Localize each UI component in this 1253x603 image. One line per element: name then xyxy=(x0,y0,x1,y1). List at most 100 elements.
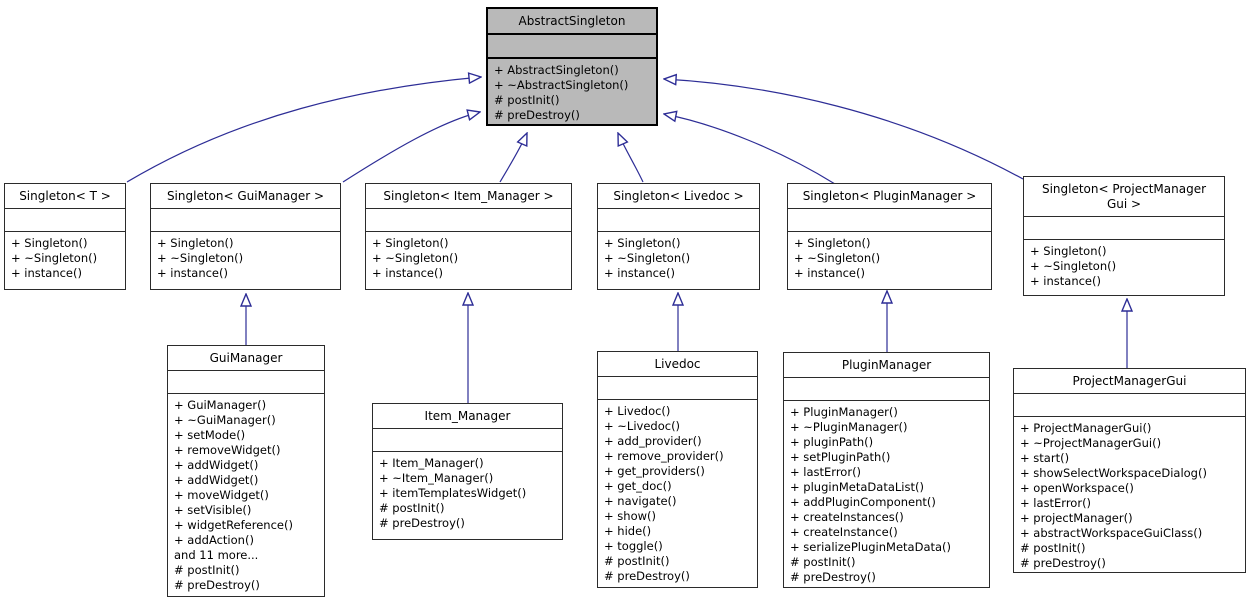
class-box-projectmanagergui[interactable]: ProjectManagerGui + ProjectManagerGui() … xyxy=(1013,368,1246,573)
method: + ~Singleton() xyxy=(604,251,691,265)
method: # postInit() xyxy=(1020,541,1086,555)
method: + instance() xyxy=(1030,274,1101,288)
class-title: Singleton< PluginManager > xyxy=(788,184,991,209)
method: + instance() xyxy=(604,266,675,280)
method: + serializePluginMetaData() xyxy=(790,540,952,554)
class-box-singleton-livedoc[interactable]: Singleton< Livedoc > + Singleton() + ~Si… xyxy=(597,183,760,290)
methods-compartment: + PluginManager() + ~PluginManager() + p… xyxy=(784,401,989,587)
class-title: GuiManager xyxy=(168,346,324,371)
method: + ~Singleton() xyxy=(372,251,459,265)
class-title: Singleton< Item_Manager > xyxy=(366,184,571,209)
method: + remove_provider() xyxy=(604,449,724,463)
method: + ~AbstractSingleton() xyxy=(494,78,629,92)
methods-compartment: + Singleton() + ~Singleton() + instance(… xyxy=(1024,240,1224,295)
method: + setVisible() xyxy=(174,503,252,517)
method: + lastError() xyxy=(1020,496,1092,510)
methods-compartment: + Singleton() + ~Singleton() + instance(… xyxy=(151,232,340,289)
method: + itemTemplatesWidget() xyxy=(379,486,527,500)
method: # preDestroy() xyxy=(494,108,580,122)
method: + ProjectManagerGui() xyxy=(1020,421,1152,435)
method: + hide() xyxy=(604,524,652,538)
method: + ~Livedoc() xyxy=(604,419,681,433)
method: + instance() xyxy=(11,266,82,280)
method: + instance() xyxy=(794,266,865,280)
method: + ~Item_Manager() xyxy=(379,471,494,485)
class-box-item-manager[interactable]: Item_Manager + Item_Manager() + ~Item_Ma… xyxy=(372,403,563,540)
attributes-compartment xyxy=(168,371,324,394)
method: + navigate() xyxy=(604,494,677,508)
method: + createInstances() xyxy=(790,510,904,524)
attributes-compartment xyxy=(784,378,989,401)
class-title: Livedoc xyxy=(598,352,757,377)
method: + get_doc() xyxy=(604,479,672,493)
method: + Singleton() xyxy=(1030,244,1107,258)
method: + addWidget() xyxy=(174,473,259,487)
class-box-singleton-item-manager[interactable]: Singleton< Item_Manager > + Singleton() … xyxy=(365,183,572,290)
method: + openWorkspace() xyxy=(1020,481,1134,495)
attributes-compartment xyxy=(788,209,991,232)
edge-singleton-pluginmanager-to-abstractsingleton xyxy=(664,114,836,185)
method: + showSelectWorkspaceDialog() xyxy=(1020,466,1207,480)
attributes-compartment xyxy=(366,209,571,232)
class-box-livedoc[interactable]: Livedoc + Livedoc() + ~Livedoc() + add_p… xyxy=(597,351,758,588)
class-title: Singleton< Livedoc > xyxy=(598,184,759,209)
class-title: AbstractSingleton xyxy=(488,9,656,35)
edge-singleton-t-to-abstractsingleton xyxy=(126,77,481,183)
methods-compartment: + Singleton() + ~Singleton() + instance(… xyxy=(5,232,125,289)
methods-compartment: + Singleton() + ~Singleton() + instance(… xyxy=(366,232,571,289)
methods-compartment: + GuiManager() + ~GuiManager() + setMode… xyxy=(168,394,324,596)
method: + Item_Manager() xyxy=(379,456,484,470)
method: + Singleton() xyxy=(157,236,234,250)
method: + addWidget() xyxy=(174,458,259,472)
method: # postInit() xyxy=(790,555,856,569)
method: + instance() xyxy=(157,266,228,280)
method: + ~PluginManager() xyxy=(790,420,908,434)
method: # preDestroy() xyxy=(379,516,465,530)
class-box-singleton-t[interactable]: Singleton< T > + Singleton() + ~Singleto… xyxy=(4,183,126,290)
class-title: Singleton< GuiManager > xyxy=(151,184,340,209)
class-title: ProjectManagerGui xyxy=(1014,369,1245,394)
class-box-singleton-guimanager[interactable]: Singleton< GuiManager > + Singleton() + … xyxy=(150,183,341,290)
method: + setPluginPath() xyxy=(790,450,891,464)
class-box-guimanager[interactable]: GuiManager + GuiManager() + ~GuiManager(… xyxy=(167,345,325,597)
method: # preDestroy() xyxy=(790,570,876,584)
method: # postInit() xyxy=(494,93,560,107)
attributes-compartment xyxy=(151,209,340,232)
method: + pluginMetaDataList() xyxy=(790,480,924,494)
methods-compartment: + Singleton() + ~Singleton() + instance(… xyxy=(598,232,759,289)
class-title-line2: Gui > xyxy=(1106,197,1142,211)
methods-compartment: + Singleton() + ~Singleton() + instance(… xyxy=(788,232,991,289)
method: # preDestroy() xyxy=(174,578,260,592)
methods-compartment: + Item_Manager() + ~Item_Manager() + ite… xyxy=(373,452,562,539)
method: + Singleton() xyxy=(794,236,871,250)
method: + addAction() xyxy=(174,533,254,547)
edge-singleton-item-manager-to-abstractsingleton xyxy=(499,133,527,183)
class-box-abstractsingleton[interactable]: AbstractSingleton + AbstractSingleton() … xyxy=(486,7,658,126)
methods-compartment: + ProjectManagerGui() + ~ProjectManagerG… xyxy=(1014,417,1245,572)
method: + ~Singleton() xyxy=(1030,259,1117,273)
class-box-singleton-projectmanagergui[interactable]: Singleton< ProjectManager Gui > + Single… xyxy=(1023,176,1225,296)
method: + widgetReference() xyxy=(174,518,293,532)
edge-singleton-projectmanagergui-to-abstractsingleton xyxy=(664,79,1024,180)
method: + setMode() xyxy=(174,428,246,442)
class-title: Singleton< ProjectManager Gui > xyxy=(1024,177,1224,217)
method: + createInstance() xyxy=(790,525,898,539)
edge-singleton-guimanager-to-abstractsingleton xyxy=(342,112,480,183)
method: + ~GuiManager() xyxy=(174,413,276,427)
class-title-line1: Singleton< ProjectManager xyxy=(1041,182,1207,196)
method: + pluginPath() xyxy=(790,435,874,449)
method: + toggle() xyxy=(604,539,663,553)
method: + Singleton() xyxy=(372,236,449,250)
method: + abstractWorkspaceGuiClass() xyxy=(1020,526,1203,540)
class-box-singleton-pluginmanager[interactable]: Singleton< PluginManager > + Singleton()… xyxy=(787,183,992,290)
attributes-compartment xyxy=(1014,394,1245,417)
method: + GuiManager() xyxy=(174,398,267,412)
class-box-pluginmanager[interactable]: PluginManager + PluginManager() + ~Plugi… xyxy=(783,352,990,588)
methods-compartment: + Livedoc() + ~Livedoc() + add_provider(… xyxy=(598,400,757,587)
method: + instance() xyxy=(372,266,443,280)
method: + show() xyxy=(604,509,656,523)
method: # postInit() xyxy=(174,563,240,577)
method: + AbstractSingleton() xyxy=(494,63,619,77)
